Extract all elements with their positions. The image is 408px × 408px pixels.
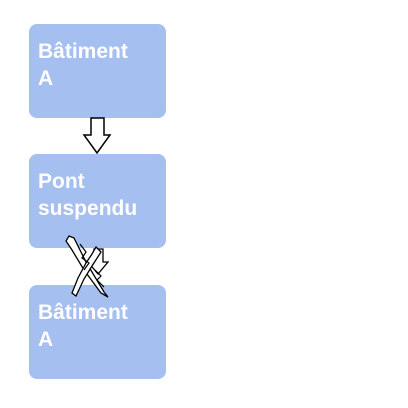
node-building-a-top: Bâtiment A <box>29 24 166 118</box>
node-suspension-bridge: Pont suspendu <box>29 154 166 248</box>
node-building-a-bottom: Bâtiment A <box>29 285 166 379</box>
down-arrow-icon <box>82 117 112 155</box>
broken-x-stroke-b <box>71 245 102 297</box>
broken-x-jag <box>79 243 90 271</box>
broken-x-jag-2 <box>94 269 105 288</box>
broken-x-icon <box>65 235 110 298</box>
